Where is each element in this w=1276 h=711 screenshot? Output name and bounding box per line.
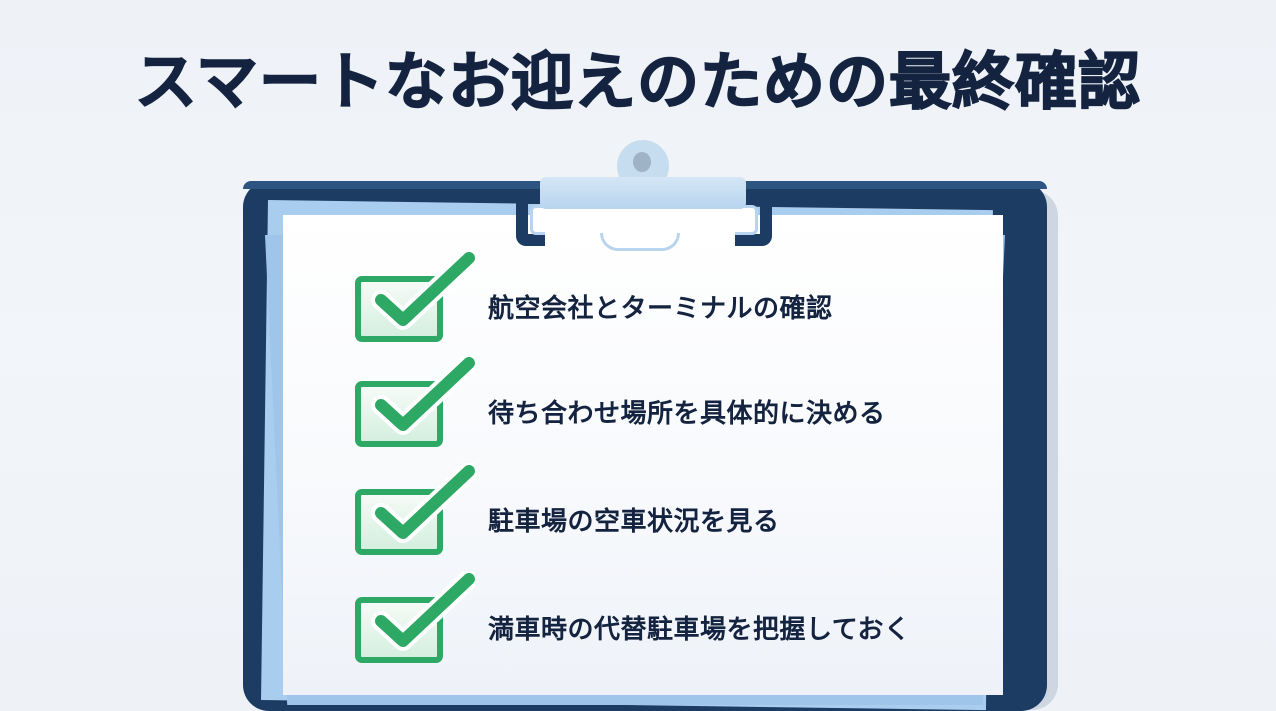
clip-hole <box>633 152 651 172</box>
clip-top <box>540 177 746 209</box>
checklist-item[interactable]: 駐車場の空車状況を見る <box>355 463 975 565</box>
page-title: スマートなお迎えのための最終確認 <box>134 44 1142 119</box>
checked-checkbox-icon <box>371 250 475 330</box>
checklist-item-label: 満車時の代替駐車場を把握しておく <box>488 615 911 645</box>
checked-checkbox-icon <box>371 571 475 651</box>
clip-bump <box>600 233 680 251</box>
checklist-item-label: 待ち合わせ場所を具体的に決める <box>488 399 886 429</box>
checked-checkbox-icon <box>371 463 475 543</box>
checked-checkbox-icon <box>371 355 475 435</box>
checklist-item[interactable]: 満車時の代替駐車場を把握しておく <box>355 571 975 673</box>
checklist-item-label: 駐車場の空車状況を見る <box>488 507 780 537</box>
checklist-item-label: 航空会社とターミナルの確認 <box>488 294 833 324</box>
checklist-item[interactable]: 待ち合わせ場所を具体的に決める <box>355 355 975 457</box>
checklist-item[interactable]: 航空会社とターミナルの確認 <box>355 250 975 352</box>
